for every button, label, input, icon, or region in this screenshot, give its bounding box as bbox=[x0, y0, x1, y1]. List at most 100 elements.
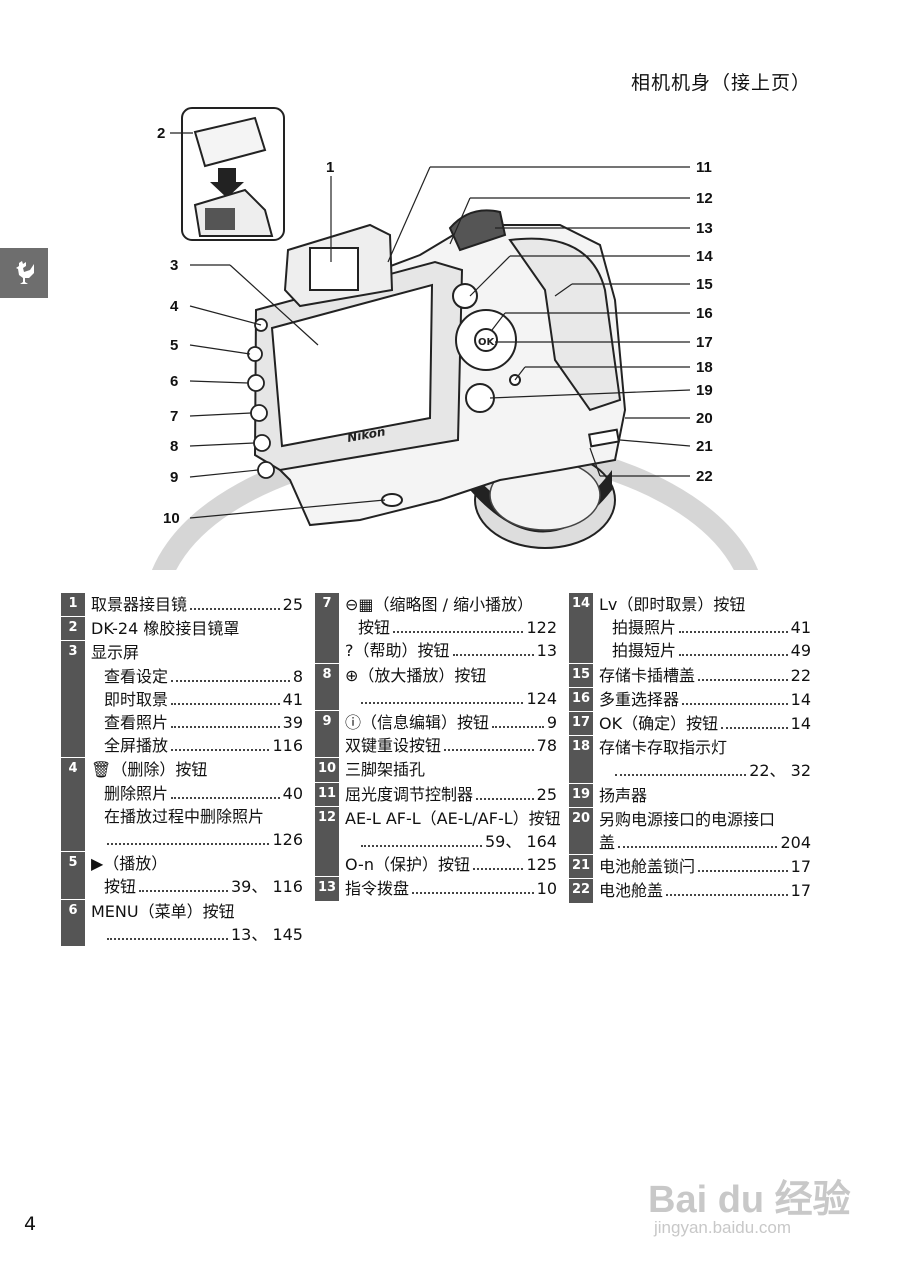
callout-21: 21 bbox=[696, 438, 713, 455]
part-label: ⓘ（信息编辑）按钮 bbox=[345, 713, 490, 733]
part-label: DK-24 橡胶接目镜罩 bbox=[91, 619, 240, 639]
part-label: ?（帮助）按钮 bbox=[345, 641, 450, 661]
dot-leader bbox=[721, 727, 788, 730]
baidu-watermark: Bai du 经验 jingyan.baidu.com bbox=[648, 1150, 858, 1250]
camera-back-diagram: Nikon OK bbox=[152, 107, 758, 570]
part-label: 按钮 bbox=[104, 877, 137, 897]
callout-8: 8 bbox=[170, 438, 178, 455]
camera-body: Nikon OK bbox=[253, 209, 627, 527]
ok-button-label: OK bbox=[478, 337, 496, 348]
part-number: 13 bbox=[315, 877, 339, 901]
callout-16: 16 bbox=[696, 305, 713, 322]
callout-1: 1 bbox=[326, 159, 334, 176]
dot-leader bbox=[492, 726, 544, 729]
baidu-url: jingyan.baidu.com bbox=[654, 1218, 792, 1237]
part-line: 126 bbox=[91, 828, 303, 851]
part-line: 按钮 39、 116 bbox=[91, 875, 303, 898]
dot-leader bbox=[107, 937, 228, 940]
page-reference: 126 bbox=[272, 830, 303, 850]
left-buttons bbox=[247, 318, 275, 479]
part-line: Lv（即时取景）按钮 bbox=[599, 593, 811, 616]
page-reference: 14 bbox=[790, 714, 811, 734]
dot-leader bbox=[412, 892, 534, 895]
part-label: 存储卡存取指示灯 bbox=[599, 738, 728, 758]
part-line: 存储卡存取指示灯 bbox=[599, 736, 811, 759]
part-label: 盖 bbox=[599, 833, 616, 853]
part-line: AE-L AF-L（AE-L/AF-L）按钮 bbox=[345, 807, 561, 830]
page-reference: 41 bbox=[282, 689, 303, 709]
page-reference: 14 bbox=[790, 689, 811, 709]
callout-2: 2 bbox=[157, 125, 165, 142]
page-reference: 122 bbox=[526, 618, 557, 638]
dot-leader bbox=[666, 894, 788, 897]
part-label: MENU（菜单）按钮 bbox=[91, 901, 235, 921]
part-line: 🗑（删除）按钮 bbox=[91, 758, 303, 781]
page-reference: 41 bbox=[790, 618, 811, 638]
page-reference: 78 bbox=[536, 736, 557, 756]
dot-leader bbox=[682, 702, 788, 705]
page-reference: 10 bbox=[536, 879, 557, 899]
part-line: ?（帮助）按钮 13 bbox=[345, 639, 557, 662]
part-number: 20 bbox=[569, 807, 593, 855]
page-reference: 39、 116 bbox=[231, 877, 303, 897]
dot-leader bbox=[476, 797, 534, 800]
dot-leader bbox=[472, 868, 524, 871]
part-number: 15 bbox=[569, 663, 593, 687]
part-line: ⊖▦（缩略图 / 缩小播放） bbox=[345, 593, 557, 616]
dot-leader bbox=[615, 774, 747, 777]
chapter-tab bbox=[0, 248, 48, 298]
dot-leader bbox=[361, 701, 524, 704]
page-reference: 13 bbox=[536, 641, 557, 661]
part-line: 显示屏 bbox=[91, 641, 303, 664]
dot-leader bbox=[171, 749, 270, 752]
part-line: DK-24 橡胶接目镜罩 bbox=[91, 617, 303, 640]
part-line: MENU（菜单）按钮 bbox=[91, 900, 303, 923]
part-number: 9 bbox=[315, 711, 339, 758]
part-number: 4 bbox=[61, 758, 85, 852]
part-number: 16 bbox=[569, 687, 593, 712]
callout-9: 9 bbox=[170, 469, 178, 486]
part-entry: 16 多重选择器 14 bbox=[569, 687, 811, 713]
part-label: 取景器接目镜 bbox=[91, 595, 188, 614]
page-reference: 17 bbox=[790, 857, 811, 877]
page-reference: 8 bbox=[292, 666, 303, 686]
nikon-logo: Nikon bbox=[346, 424, 386, 444]
part-label: 多重选择器 bbox=[599, 689, 680, 709]
callout-10: 10 bbox=[163, 510, 180, 527]
callout-22: 22 bbox=[696, 468, 713, 485]
part-number: 10 bbox=[315, 758, 339, 782]
part-number: 2 bbox=[61, 617, 85, 641]
part-line: 电池舱盖锁闩 17 bbox=[599, 855, 811, 878]
part-label: 电池舱盖锁闩 bbox=[599, 857, 696, 877]
part-label: 三脚架插孔 bbox=[345, 760, 426, 780]
part-label: Lv（即时取景）按钮 bbox=[599, 595, 746, 614]
part-number: 6 bbox=[61, 899, 85, 947]
dot-leader bbox=[452, 654, 534, 657]
part-line: 另购电源接口的电源接口 bbox=[599, 808, 811, 831]
page-reference: 22 bbox=[790, 665, 811, 685]
part-line: 13、 145 bbox=[91, 923, 303, 946]
part-line: 124 bbox=[345, 687, 557, 710]
page-reference: 59、 164 bbox=[485, 832, 557, 852]
page-reference: 22、 32 bbox=[749, 761, 811, 781]
